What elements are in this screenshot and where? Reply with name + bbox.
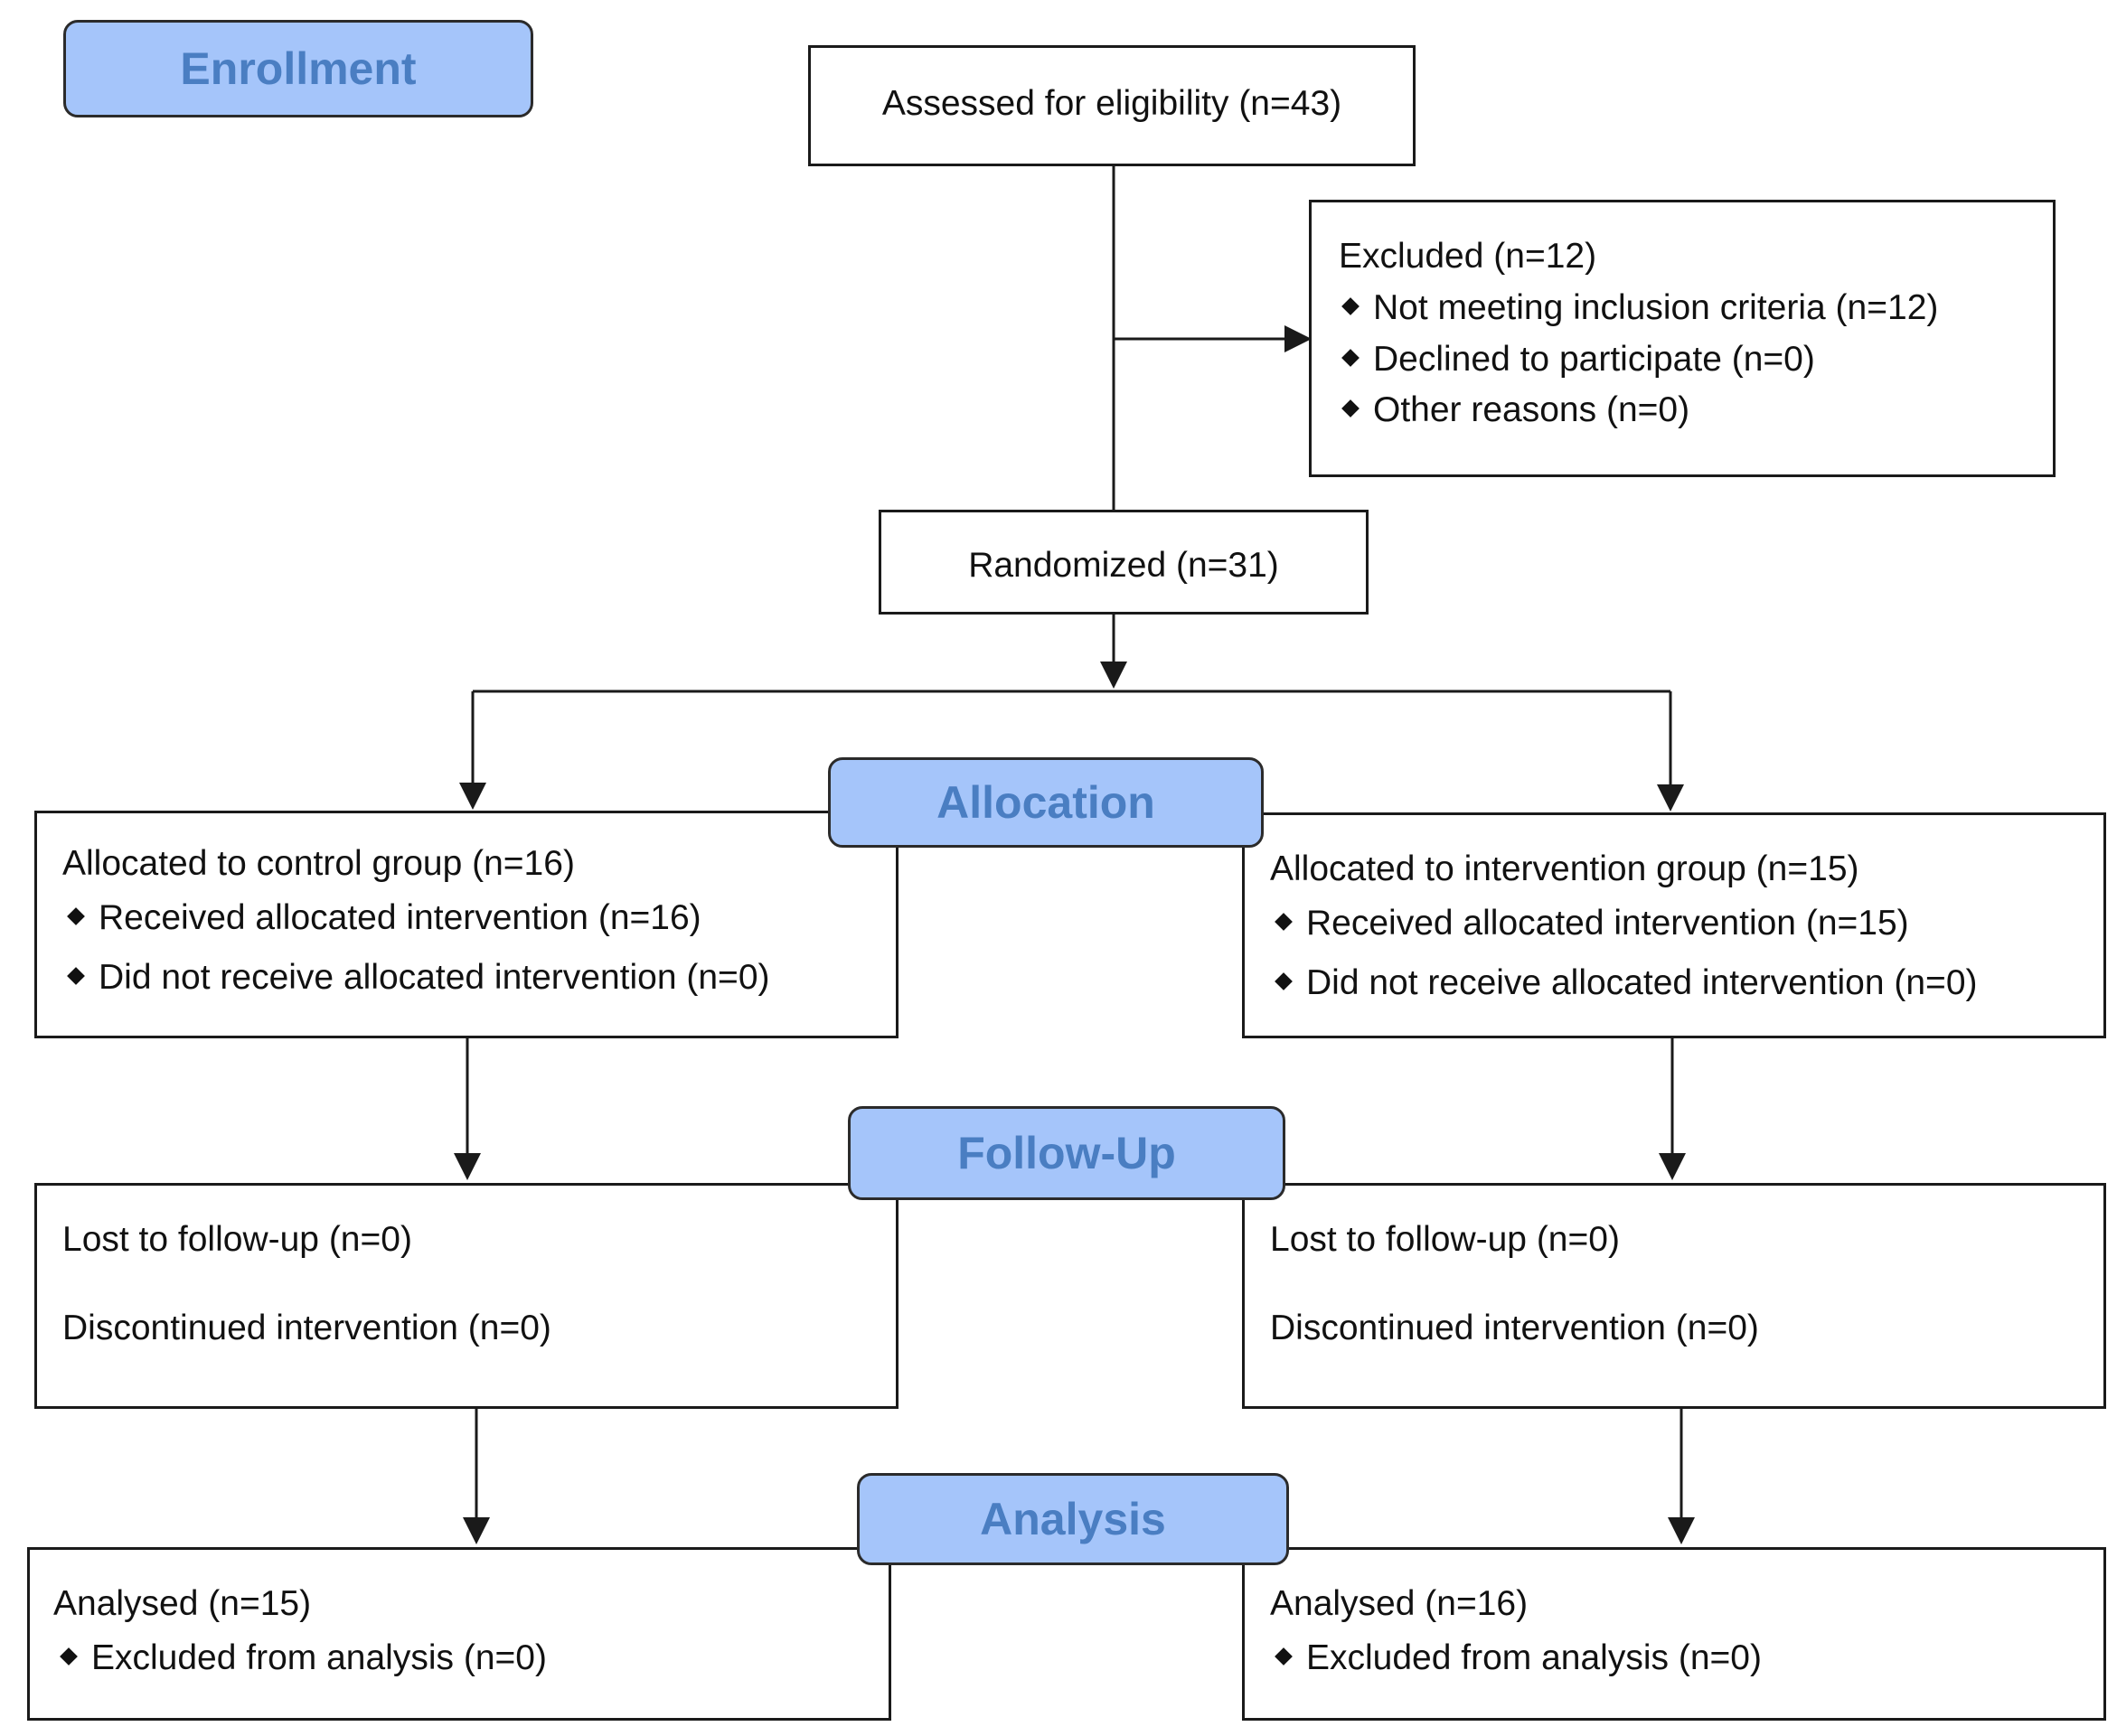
bullet-icon [67, 906, 85, 925]
bullet-icon [1341, 399, 1360, 418]
control-analysis-box: Analysed (n=15) Excluded from analysis (… [27, 1547, 891, 1721]
control-follow-up-box: Lost to follow-up (n=0) Discontinued int… [34, 1183, 899, 1409]
stage-enrollment: Enrollment [63, 20, 533, 117]
excluded-reason: Declined to participate (n=0) [1341, 342, 1815, 377]
stage-follow-up: Follow-Up [848, 1106, 1285, 1200]
intervention-follow-up-box: Lost to follow-up (n=0) Discontinued int… [1242, 1183, 2106, 1409]
intervention-analysis-box: Analysed (n=16) Excluded from analysis (… [1242, 1547, 2106, 1721]
randomized-text: Randomized (n=31) [968, 546, 1279, 585]
intervention-allocation-title: Allocated to intervention group (n=15) [1270, 849, 1859, 888]
control-allocation-item: Received allocated intervention (n=16) [67, 900, 701, 935]
control-excluded-from-analysis: Excluded from analysis (n=0) [60, 1640, 547, 1675]
excluded-title: Excluded (n=12) [1339, 237, 1597, 276]
stage-allocation-label: Allocation [936, 777, 1155, 828]
intervention-discontinued: Discontinued intervention (n=0) [1270, 1309, 1759, 1347]
intervention-excluded-from-analysis: Excluded from analysis (n=0) [1275, 1640, 1762, 1675]
bullet-icon [1275, 912, 1293, 931]
bullet-icon [1341, 296, 1360, 315]
control-discontinued: Discontinued intervention (n=0) [62, 1309, 551, 1347]
excluded-reason: Not meeting inclusion criteria (n=12) [1341, 290, 1938, 325]
stage-follow-up-label: Follow-Up [957, 1128, 1176, 1178]
intervention-allocation-item: Did not receive allocated intervention (… [1275, 965, 1978, 1000]
stage-enrollment-label: Enrollment [180, 43, 417, 94]
assessed-box: Assessed for eligibility (n=43) [808, 45, 1416, 166]
control-allocation-box: Allocated to control group (n=16) Receiv… [34, 811, 899, 1038]
control-lost-to-follow-up: Lost to follow-up (n=0) [62, 1220, 412, 1259]
bullet-icon [1275, 971, 1293, 990]
excluded-box: Excluded (n=12) Not meeting inclusion cr… [1309, 200, 2056, 477]
intervention-allocation-box: Allocated to intervention group (n=15) R… [1242, 812, 2106, 1038]
bullet-icon [1341, 348, 1360, 367]
control-analysed: Analysed (n=15) [53, 1584, 312, 1623]
intervention-lost-to-follow-up: Lost to follow-up (n=0) [1270, 1220, 1620, 1259]
bullet-icon [67, 966, 85, 985]
assessed-text: Assessed for eligibility (n=43) [881, 84, 1342, 123]
intervention-allocation-item: Received allocated intervention (n=15) [1275, 906, 1909, 941]
bullet-icon [1275, 1647, 1293, 1666]
randomized-box: Randomized (n=31) [879, 510, 1369, 615]
control-allocation-item: Did not receive allocated intervention (… [67, 960, 770, 995]
stage-analysis-label: Analysis [980, 1494, 1166, 1544]
excluded-reason: Other reasons (n=0) [1341, 392, 1689, 427]
intervention-analysed: Analysed (n=16) [1270, 1584, 1529, 1623]
control-allocation-title: Allocated to control group (n=16) [62, 844, 575, 883]
stage-allocation: Allocation [828, 757, 1264, 848]
stage-analysis: Analysis [857, 1473, 1289, 1565]
bullet-icon [60, 1647, 78, 1666]
